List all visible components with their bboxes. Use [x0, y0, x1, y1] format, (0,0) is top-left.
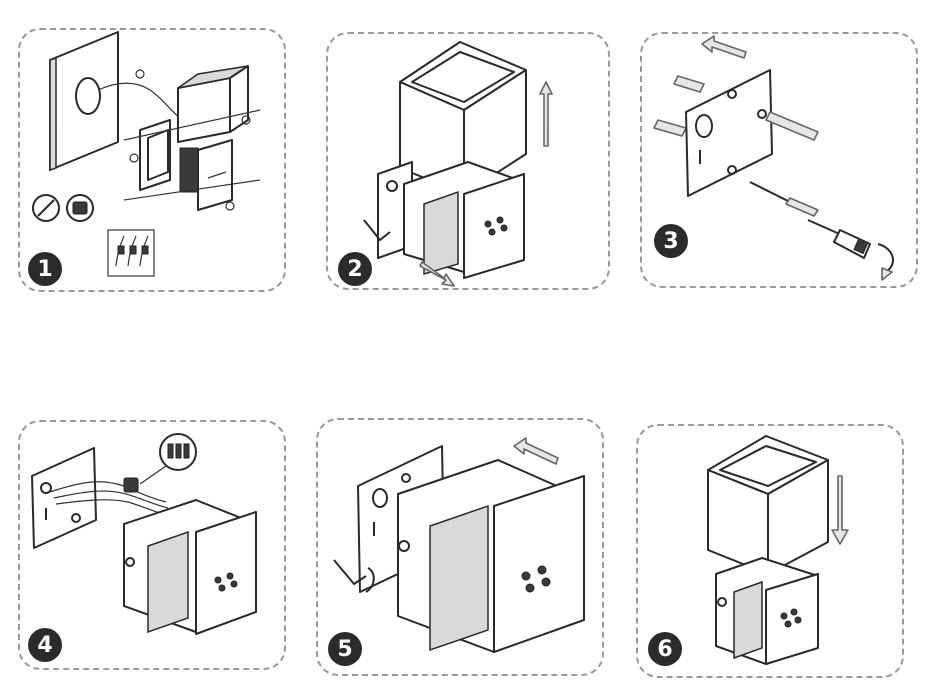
drill-icon: [66, 194, 94, 222]
step-number-badge: 2: [338, 252, 372, 286]
step-4-illustration: [31, 433, 257, 635]
screw-icon: [749, 181, 819, 217]
step-4-panel: 4: [18, 420, 286, 670]
step-1-panel: 1: [18, 28, 286, 292]
step-3-illustration: [653, 35, 894, 281]
arrow-icon: [831, 475, 849, 545]
cube-shade-icon: [399, 41, 527, 195]
wall-anchor-icon: [653, 75, 705, 137]
wall-plate-icon: [31, 447, 97, 549]
step-6-panel: 6: [636, 424, 904, 678]
step-1-illustration: [32, 31, 261, 277]
wall-plate-icon: [49, 31, 119, 172]
light-fixture-icon: [715, 557, 819, 665]
light-fixture-icon: [377, 161, 525, 279]
wire-connector-icon: [107, 229, 155, 277]
wire-connector-icon: [139, 433, 197, 485]
screwdriver-icon: [807, 219, 871, 259]
arrow-icon: [419, 261, 455, 287]
arrow-icon: [513, 437, 559, 465]
step-number-badge: 1: [28, 252, 62, 286]
light-fixture-icon: [139, 65, 249, 211]
step-number-badge: 6: [648, 632, 682, 666]
hex-key-icon: [333, 559, 367, 585]
screwdriver-icon: [32, 194, 60, 222]
wall-plate-icon: [685, 69, 773, 197]
hex-key-icon: [363, 219, 391, 241]
step-5-illustration: [333, 437, 585, 653]
step-5-panel: 5: [316, 418, 604, 676]
step-3-panel: 3: [640, 32, 918, 288]
arrow-icon: [701, 35, 747, 59]
cube-shade-icon: [707, 435, 829, 575]
step-number-badge: 5: [328, 632, 362, 666]
arrow-icon: [539, 81, 553, 147]
step-2-panel: 2: [326, 32, 610, 290]
step-6-illustration: [707, 435, 849, 665]
step-number-badge: 4: [28, 628, 62, 662]
step-number-badge: 3: [654, 224, 688, 258]
light-fixture-icon: [123, 499, 257, 635]
step-2-illustration: [363, 41, 553, 287]
light-fixture-icon: [397, 459, 585, 653]
